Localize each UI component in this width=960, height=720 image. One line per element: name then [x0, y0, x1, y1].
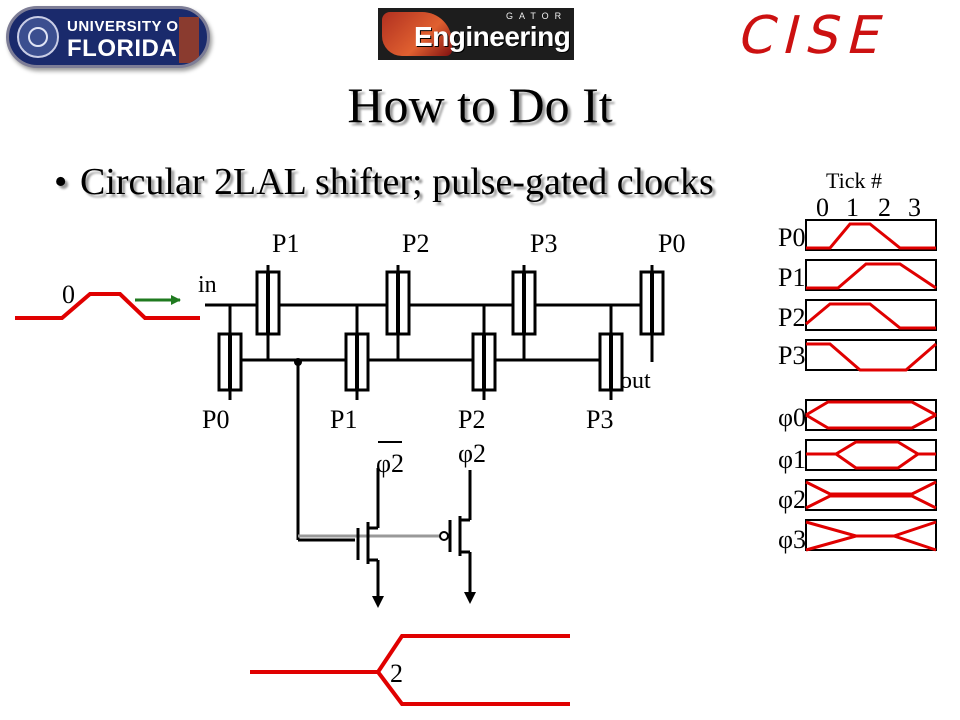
timing-row-label-p0: P0: [778, 223, 805, 252]
bullet-text: Circular 2LAL shifter; pulse-gated clock…: [80, 161, 714, 203]
top-label-3: P3: [530, 229, 557, 258]
wave-phi3: [805, 520, 937, 552]
wave-phi0: [805, 400, 937, 430]
bottom-switch-cores: [228, 334, 613, 390]
top-label-1: P1: [272, 229, 299, 258]
gator-icon: [382, 12, 452, 56]
bottom-label-3: P2: [458, 405, 485, 434]
tick-3: 3: [908, 193, 921, 222]
pmos-output-arrow-icon: [464, 592, 476, 604]
top-switch-cores: [266, 272, 654, 334]
uf-logo-line1: UNIVERSITY OF: [67, 18, 189, 35]
slide-title: How to Do It: [347, 77, 613, 133]
timing-row-label-phi1: φ1: [778, 445, 806, 474]
nmos-output-arrow-icon: [372, 596, 384, 608]
input-waveform: [15, 292, 200, 320]
bottom-switches: [217, 332, 624, 392]
wave-p3: [806, 342, 937, 372]
top-label-2: P2: [402, 229, 429, 258]
uf-logo: UNIVERSITY OF FLORIDA: [6, 6, 210, 68]
tick-1: 1: [846, 193, 859, 222]
timing-row-label-p3: P3: [778, 341, 805, 370]
pmos-gate-bubble-icon: [439, 531, 449, 541]
timing-row-label-p2: P2: [778, 303, 805, 332]
bullet-item: •Circular 2LAL shifter; pulse-gated cloc…: [54, 161, 714, 203]
tick-2: 2: [878, 193, 891, 222]
gator-engineering-logo: GATOR Engineering: [378, 8, 574, 60]
output-waveform-upper: [250, 634, 570, 674]
output-waveform-lower: [376, 670, 570, 706]
wave-phi2: [805, 480, 937, 510]
phi-bar-label: φ2: [376, 449, 404, 478]
uf-logo-line2: FLORIDA: [67, 35, 178, 62]
bottom-label-2: P1: [330, 405, 357, 434]
wave-p1: [806, 262, 937, 290]
junction-dot: [294, 358, 302, 366]
timing-row-label-p1: P1: [778, 263, 805, 292]
top-switches: [255, 270, 665, 336]
input-value-label: 0: [62, 280, 75, 309]
gator-engineering-small-text: GATOR: [506, 11, 568, 21]
output-value-label: 2: [390, 659, 403, 688]
wave-p0: [806, 222, 936, 250]
timing-row-label-phi2: φ2: [778, 485, 806, 514]
gator-engineering-text: Engineering: [414, 21, 571, 52]
uf-seal-icon: [17, 16, 59, 58]
out-label: out: [620, 368, 651, 394]
timing-waveforms: [805, 222, 937, 552]
bottom-label-1: P0: [202, 405, 229, 434]
in-label: in: [198, 272, 217, 298]
tick-0: 0: [816, 193, 829, 222]
timing-row-label-phi3: φ3: [778, 525, 806, 554]
timing-row-label-phi0: φ0: [778, 403, 806, 432]
timing-boxes: [805, 219, 937, 551]
tower-icon: [179, 17, 199, 63]
wave-phi1: [806, 440, 936, 470]
tick-label: Tick #: [826, 168, 882, 193]
phi-label: φ2: [458, 439, 486, 468]
wave-p2: [805, 302, 936, 330]
bottom-label-4: P3: [586, 405, 613, 434]
pmos-transistor: [448, 470, 472, 594]
top-label-4: P0: [658, 229, 685, 258]
nmos-transistor: [356, 468, 380, 598]
